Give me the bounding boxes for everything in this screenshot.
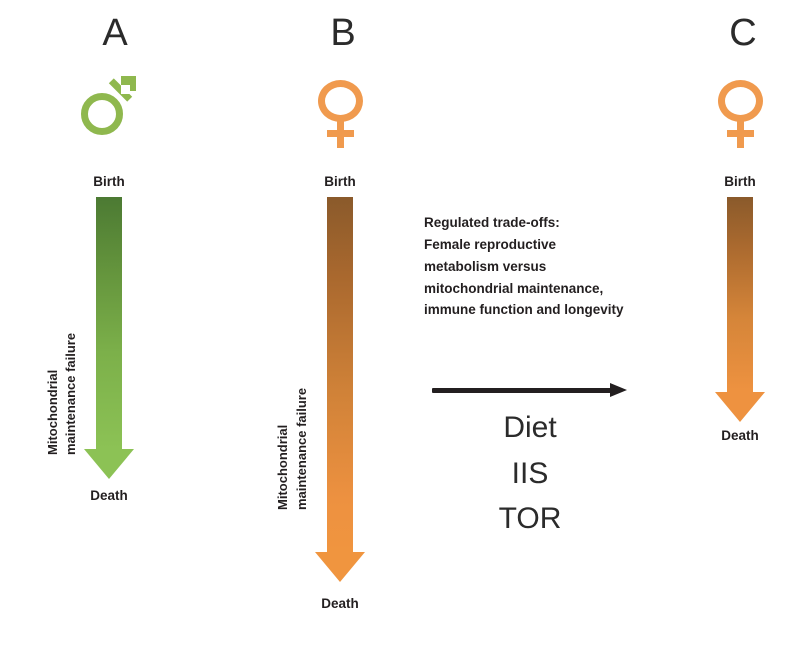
panel-c-arrow-tip <box>715 392 765 422</box>
panel-a-letter: A <box>102 12 128 54</box>
panel-c-arrow-shaft <box>727 197 753 392</box>
panel-c-letter: C <box>729 12 757 54</box>
tradeoff-line-3: metabolism versus <box>424 258 547 274</box>
male-symbol-notch <box>121 85 130 94</box>
panel-a-birth-label: Birth <box>93 174 125 189</box>
panel-b-lifespan-arrow <box>315 197 365 597</box>
transition-arrow-head <box>610 383 627 397</box>
panel-a-axis-caption-line2: maintenance failure <box>63 332 78 455</box>
tradeoff-line-4: mitochondrial maintenance, <box>424 280 604 296</box>
tradeoff-line-2: Female reproductive <box>424 236 557 252</box>
panel-a-arrow-shaft <box>96 197 122 449</box>
female-symbol-circle <box>318 80 363 122</box>
male-symbol-circle <box>81 93 123 135</box>
panel-b-death-label: Death <box>321 596 359 611</box>
intervention-item-diet: Diet <box>503 411 557 444</box>
female-symbol-c-circle <box>718 80 763 122</box>
intervention-item-tor: TOR <box>498 502 562 536</box>
female-symbol-c-horizontal-bar <box>727 130 754 137</box>
panel-b-arrow-tip <box>315 552 365 582</box>
panel-c-birth-label: Birth <box>724 174 756 189</box>
transition-arrow-line <box>432 388 612 393</box>
panel-a-death-label: Death <box>90 488 128 503</box>
intervention-item-iis: IIS <box>511 456 549 490</box>
tradeoff-line-1: Regulated trade-offs: <box>424 215 560 230</box>
panel-a-axis-caption-line1: Mitochondrial <box>45 369 60 455</box>
panel-b-arrow-shaft <box>327 197 353 552</box>
intervention-list: Diet IIS TOR <box>455 405 605 542</box>
panel-b-axis-caption-line1: Mitochondrial <box>275 424 290 510</box>
female-symbol-horizontal-bar <box>327 130 354 137</box>
tradeoff-line-5: immune function and longevity <box>424 302 624 318</box>
panel-a-arrow-tip <box>84 449 134 479</box>
tradeoff-annotation: Regulated trade-offs: Female reproductiv… <box>424 212 624 321</box>
panel-b-letter: B <box>330 12 356 54</box>
panel-b-axis-caption-line2: maintenance failure <box>294 387 309 510</box>
panel-b-birth-label: Birth <box>324 174 356 189</box>
panel-c-lifespan-arrow <box>715 197 765 427</box>
panel-c-death-label: Death <box>721 428 759 443</box>
panel-a-lifespan-arrow <box>84 197 134 497</box>
